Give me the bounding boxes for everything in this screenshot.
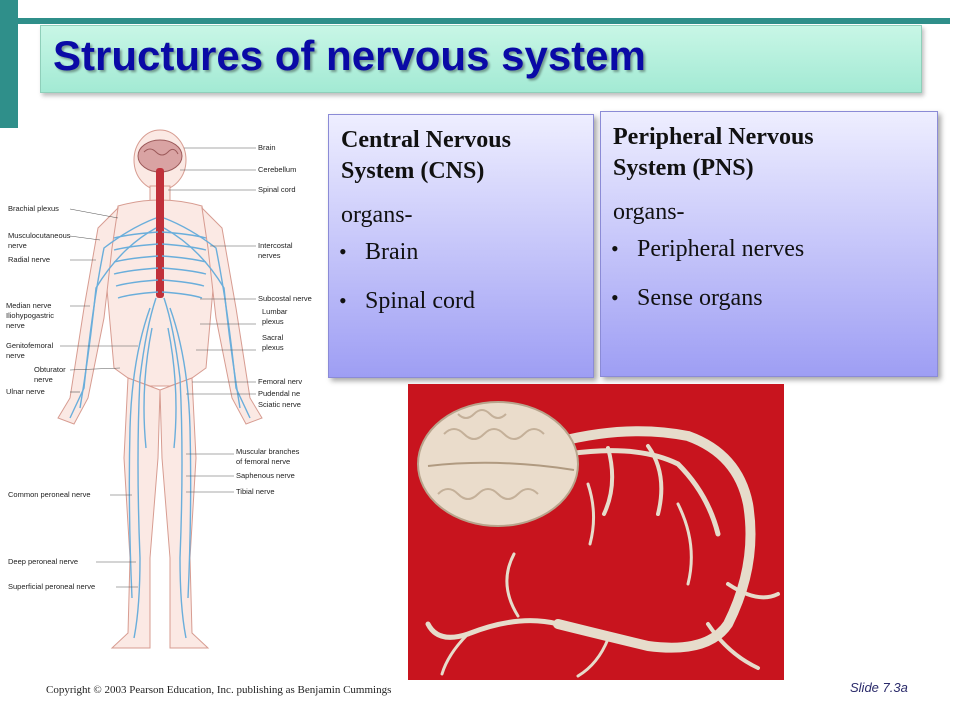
label-pudendal: Pudendal ne [258, 389, 300, 398]
label-genitofemoral: Genitofemoral [6, 341, 53, 350]
label-lumbar-2: plexus [262, 317, 284, 326]
label-ulnar: Ulnar nerve [6, 387, 45, 396]
spinal-cord-shape [156, 168, 164, 298]
label-intercostal: Intercostal [258, 241, 293, 250]
label-obturator-2: nerve [34, 375, 53, 384]
label-sciatic: Sciatic nerve [258, 400, 301, 409]
label-musculocutaneous: Musculocutaneous [8, 231, 71, 240]
title-banner: Structures of nervous system [40, 25, 922, 93]
top-accent-line [18, 18, 950, 24]
cns-organ-list: • Brain • Spinal cord [329, 239, 593, 315]
brain-shape [137, 139, 183, 173]
label-superficial-peroneal: Superficial peroneal nerve [8, 582, 95, 591]
label-leader-lines [60, 147, 256, 588]
slide-title: Structures of nervous system [53, 32, 646, 79]
label-brachial-plexus: Brachial plexus [8, 204, 59, 213]
left-accent-bar [0, 0, 18, 128]
pns-item-peripheral-nerves: Peripheral nerves [637, 236, 805, 263]
label-muscular-branches-2: of femoral nerve [236, 457, 290, 466]
dissection-photo [408, 384, 784, 680]
cns-title-line2: System (CNS) [341, 157, 485, 184]
list-item: • Sense organs [611, 285, 937, 312]
pns-title-line2: System (PNS) [613, 154, 754, 181]
label-subcostal: Subcostal nerve [258, 294, 312, 303]
nervous-system-diagram: Brain Cerebellum Spinal cord Intercostal… [6, 129, 312, 649]
label-deep-peroneal: Deep peroneal nerve [8, 557, 78, 566]
pns-organ-list: • Peripheral nerves • Sense organs [601, 236, 937, 312]
diagram-labels-left: Brachial plexus Musculocutaneous nerve R… [6, 204, 95, 591]
cns-title-line1: Central Nervous [341, 127, 511, 153]
label-brain: Brain [258, 143, 276, 152]
brain-and-nerves-illustration [417, 401, 780, 678]
label-iliohypogastric-2: nerve [6, 321, 25, 330]
brain-photo-shape [417, 401, 579, 527]
label-lumbar: Lumbar [262, 307, 288, 316]
cns-subtitle: organs- [341, 202, 413, 229]
label-common-peroneal: Common peroneal nerve [8, 490, 91, 499]
list-item: • Spinal cord [339, 288, 593, 315]
list-item: • Peripheral nerves [611, 236, 937, 263]
cns-item-spinal-cord: Spinal cord [365, 288, 475, 315]
pns-subtitle: organs- [613, 199, 685, 226]
label-tibial: Tibial nerve [236, 487, 275, 496]
label-femoral: Femoral nerv [258, 377, 302, 386]
label-intercostal-2: nerves [258, 251, 281, 260]
pns-title-line1: Peripheral Nervous [613, 124, 814, 150]
label-iliohypogastric: Iliohypogastric [6, 311, 54, 320]
label-cerebellum: Cerebellum [258, 165, 296, 174]
slide-number: Slide 7.3a [850, 680, 908, 695]
copyright-notice: Copyright © 2003 Pearson Education, Inc.… [46, 684, 392, 696]
label-obturator: Obturator [34, 365, 66, 374]
nerve-network [69, 217, 251, 639]
label-median: Median nerve [6, 301, 51, 310]
cns-panel: Central Nervous System (CNS) organs- • Br… [328, 114, 594, 378]
label-saphenous: Saphenous nerve [236, 471, 295, 480]
bullet-icon: • [611, 236, 619, 262]
pns-item-sense-organs: Sense organs [637, 285, 763, 312]
label-spinal-cord: Spinal cord [258, 185, 296, 194]
pns-title: Peripheral Nervous System (PNS) [613, 122, 937, 183]
label-muscular-branches: Muscular branches [236, 447, 300, 456]
diagram-labels-right: Brain Cerebellum Spinal cord Intercostal… [236, 143, 312, 496]
bullet-icon: • [339, 239, 347, 265]
label-radial: Radial nerve [8, 255, 50, 264]
cns-item-brain: Brain [365, 239, 419, 266]
list-item: • Brain [339, 239, 593, 266]
bullet-icon: • [339, 288, 347, 314]
cns-title: Central Nervous System (CNS) [341, 125, 593, 186]
label-sacral-2: plexus [262, 343, 284, 352]
bullet-icon: • [611, 285, 619, 311]
label-genitofemoral-2: nerve [6, 351, 25, 360]
label-musculocutaneous-2: nerve [8, 241, 27, 250]
pns-panel: Peripheral Nervous System (PNS) organs- … [600, 111, 938, 377]
label-sacral: Sacral [262, 333, 284, 342]
